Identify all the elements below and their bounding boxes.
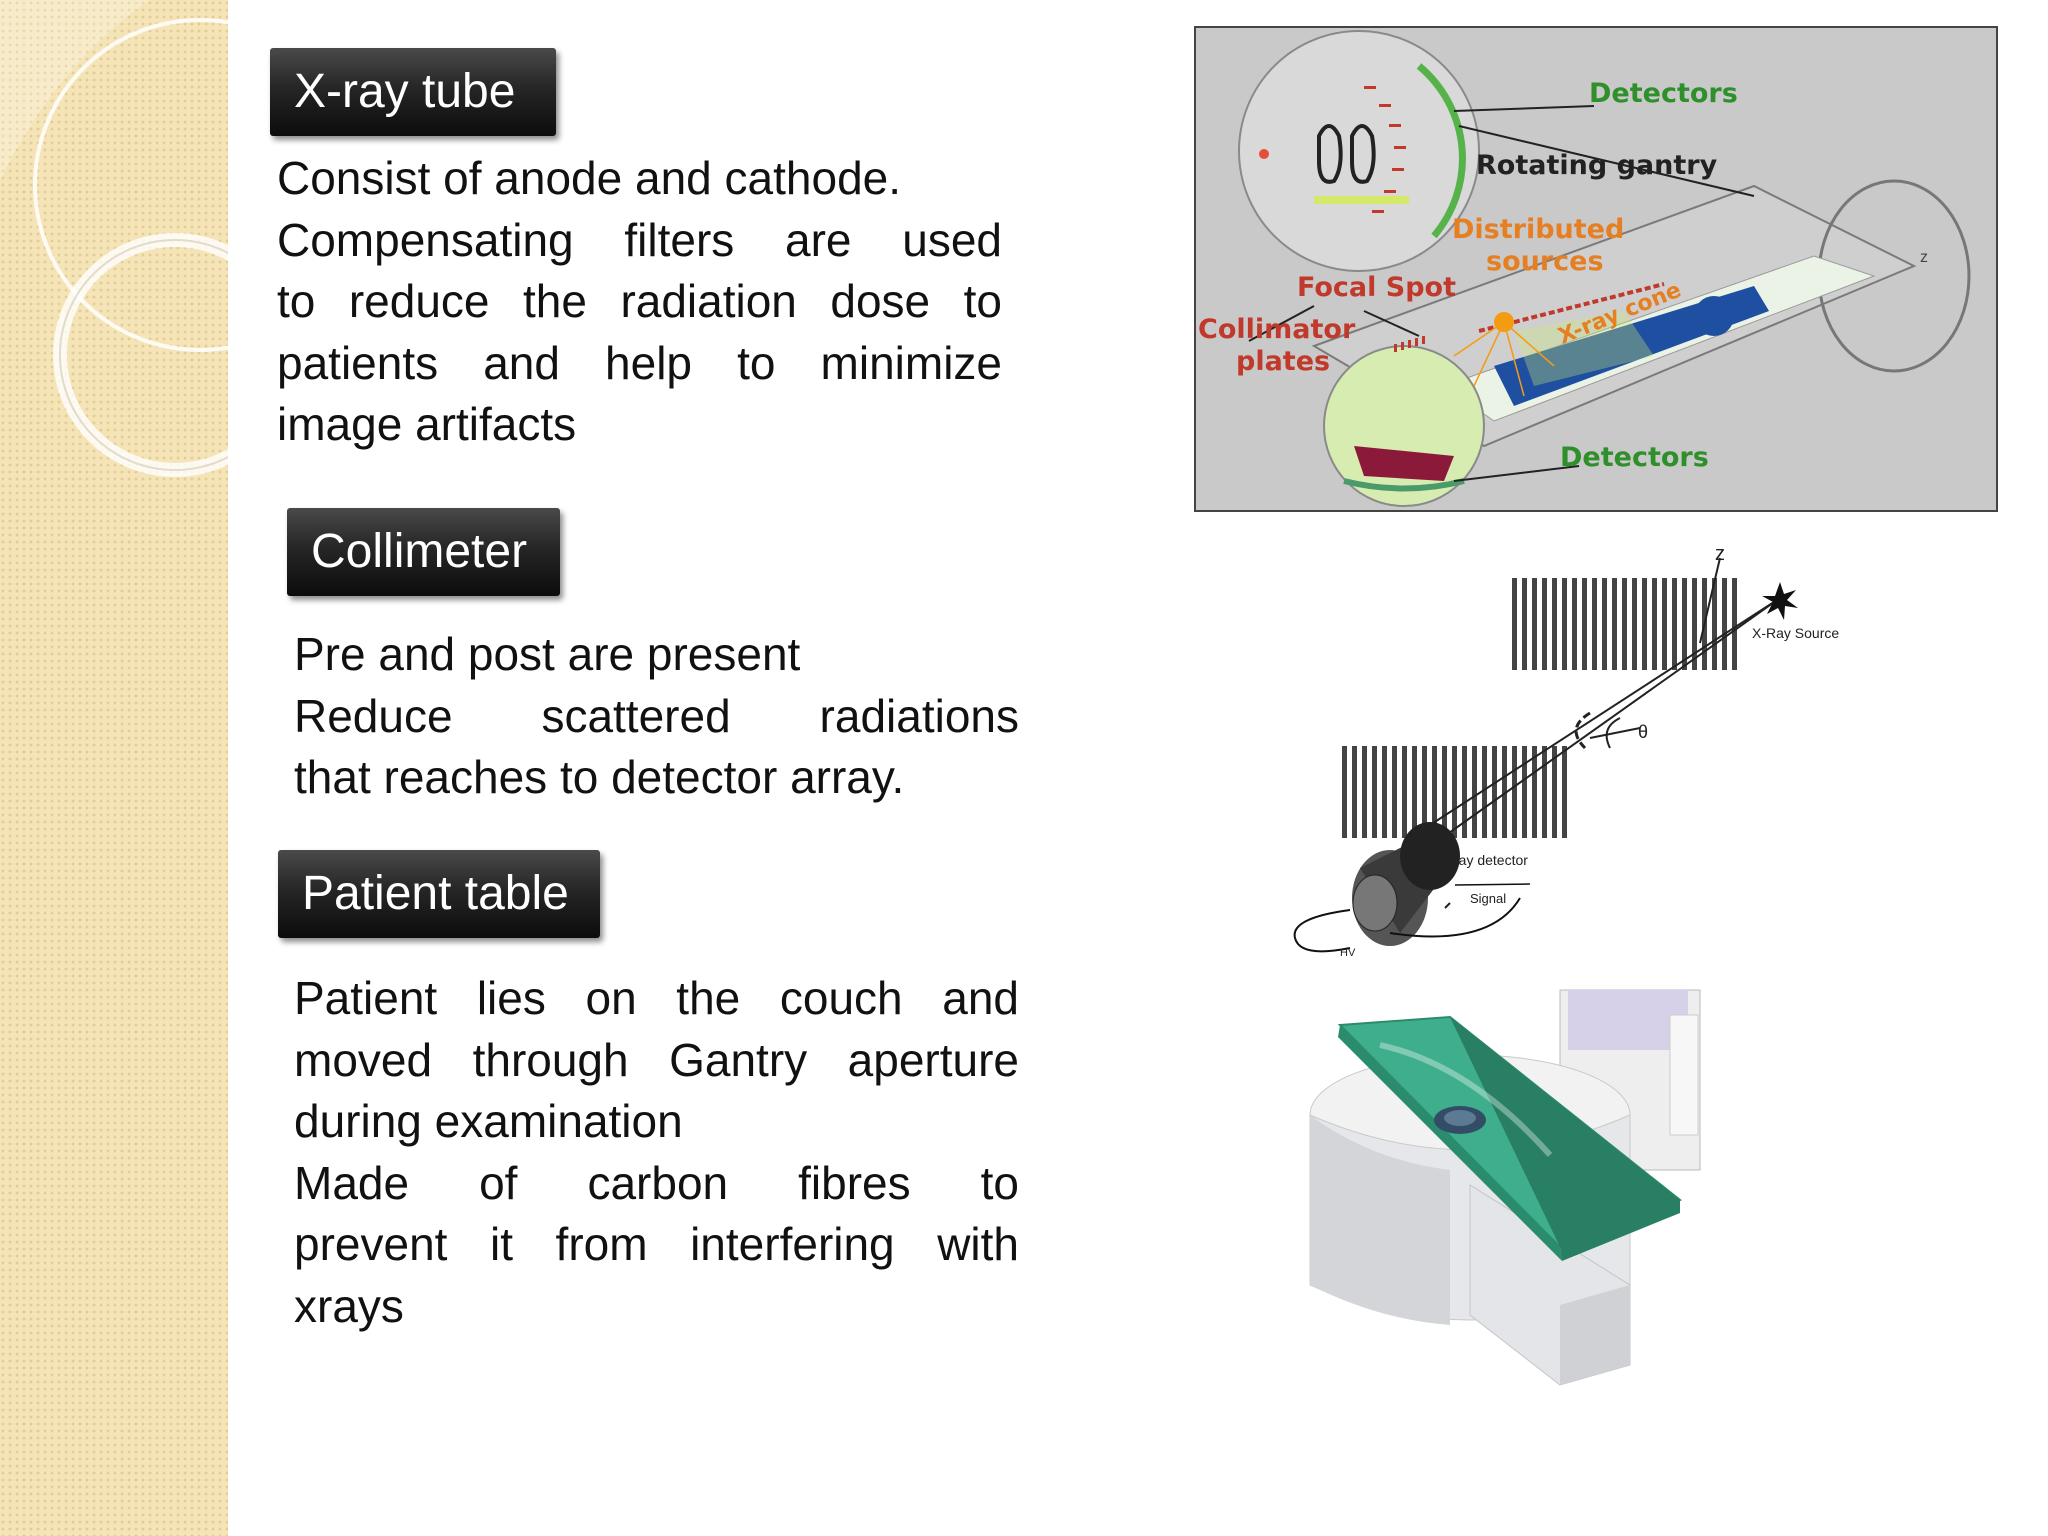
gantry-label-detectors-top: Detectors	[1589, 78, 1738, 109]
heading-xray-tube: X-ray tube	[270, 48, 556, 136]
collimator-plate	[1632, 578, 1637, 670]
gantry-diagram-svg: Detectors Rotating gantry Distributed so…	[1194, 26, 1998, 512]
text-line: that reaches to detector array.	[294, 751, 905, 803]
collimator-plate	[1642, 578, 1647, 670]
collimator-plate	[1652, 578, 1657, 670]
collimator-plate	[1422, 746, 1427, 838]
collimator-plate	[1552, 746, 1557, 838]
collimator-plate	[1402, 746, 1407, 838]
collimator-plate	[1372, 746, 1377, 838]
collimator-plate	[1472, 746, 1477, 838]
paragraph-collimeter: Pre and post are present Reduce scattere…	[294, 624, 1019, 809]
gantry-label-collimator: Collimator	[1198, 314, 1356, 345]
collimator-plate	[1412, 746, 1417, 838]
collimator-plate	[1552, 578, 1557, 670]
gantry-label-detectors-bottom: Detectors	[1560, 442, 1709, 473]
collimator-plate	[1382, 746, 1387, 838]
text-line: prevent it from interfering with	[294, 1218, 1019, 1270]
collimator-label-theta: θ	[1638, 722, 1648, 742]
collimator-plate	[1532, 578, 1537, 670]
collimator-plate	[1712, 578, 1717, 670]
heading-patient-table: Patient table	[278, 850, 600, 938]
collimator-plate	[1542, 746, 1547, 838]
collimator-plate	[1532, 746, 1537, 838]
gantry-label-focal-spot: Focal Spot	[1297, 272, 1456, 303]
collimator-plate	[1362, 746, 1367, 838]
text-line: Made of carbon fibres to	[294, 1156, 1019, 1209]
collimator-plate	[1502, 746, 1507, 838]
collimator-plate	[1722, 578, 1727, 670]
gantry-label-sources: sources	[1486, 246, 1604, 277]
gantry-label-z: z	[1920, 249, 1928, 266]
text-line: to reduce the radiation dose to	[277, 275, 1002, 327]
collimator-plate	[1522, 578, 1527, 670]
collimator-plate	[1432, 746, 1437, 838]
collimator-plate	[1512, 746, 1517, 838]
collimator-label-hv: HV	[1340, 947, 1356, 958]
paragraph-xray-tube: Consist of anode and cathode. Compensati…	[277, 148, 1002, 456]
collimator-plate	[1522, 746, 1527, 838]
collimator-plate	[1572, 578, 1577, 670]
collimator-plates-bottom	[1342, 746, 1567, 838]
text-line: xrays	[294, 1279, 404, 1332]
collimator-plate	[1582, 578, 1587, 670]
collimator-label-z: z	[1715, 543, 1725, 565]
collimator-plate	[1622, 578, 1627, 670]
text-line: Patient lies on the couch and	[294, 972, 1019, 1024]
patient-table-photo	[1300, 985, 1750, 1400]
text-line: moved through Gantry aperture	[294, 1033, 1019, 1086]
heading-collimeter: Collimeter	[287, 508, 560, 596]
paragraph-patient-table: Patient lies on the couch and moved thro…	[294, 968, 1019, 1337]
collimator-plate	[1512, 578, 1517, 670]
collimator-plate	[1612, 578, 1617, 670]
text-line: Pre and post are present	[294, 628, 801, 680]
collimator-plate	[1562, 746, 1567, 838]
collimator-plate	[1342, 746, 1347, 838]
collimator-plate	[1492, 746, 1497, 838]
gantry-label-rotating-gantry: Rotating gantry	[1476, 150, 1718, 181]
collimator-plate	[1352, 746, 1357, 838]
gantry-label-plates: plates	[1236, 346, 1330, 377]
collimator-plate	[1672, 578, 1677, 670]
gantry-diagram: Detectors Rotating gantry Distributed so…	[1194, 26, 1998, 512]
collimator-plate	[1462, 746, 1467, 838]
collimator-diagram: z X-Ray Source θ X-ray detector Signal H…	[1290, 538, 1850, 958]
collimator-plate	[1732, 578, 1737, 670]
collimator-plate	[1662, 578, 1667, 670]
collimator-plate	[1482, 746, 1487, 838]
collimator-plate	[1442, 746, 1447, 838]
collimator-plates-top	[1512, 578, 1737, 670]
collimator-plate	[1682, 578, 1687, 670]
collimator-label-xray-source: X-Ray Source	[1752, 625, 1839, 641]
text-line: Compensating filters are used	[277, 213, 1002, 266]
collimator-label-signal: Signal	[1470, 891, 1506, 906]
gantry-label-distributed: Distributed	[1452, 214, 1624, 245]
collimator-plate	[1592, 578, 1597, 670]
collimator-diagram-svg: z X-Ray Source θ X-ray detector Signal H…	[1293, 543, 1839, 958]
decorative-rings	[0, 0, 228, 477]
text-line: image artifacts	[277, 398, 577, 450]
collimator-plate	[1542, 578, 1547, 670]
text-line: patients and help to minimize	[277, 336, 1002, 389]
collimator-label-xray-detector: X-ray detector	[1440, 852, 1528, 868]
decorative-strip	[0, 0, 228, 1536]
collimator-plate	[1602, 578, 1607, 670]
collimator-plate	[1692, 578, 1697, 670]
collimator-plate	[1452, 746, 1457, 838]
text-line: Consist of anode and cathode.	[277, 152, 902, 204]
text-line: during examination	[294, 1095, 683, 1147]
patient-table-illustration	[1309, 989, 1701, 1386]
text-line: Reduce scattered radiations	[294, 689, 1019, 742]
collimator-plate	[1562, 578, 1567, 670]
collimator-plate	[1392, 746, 1397, 838]
